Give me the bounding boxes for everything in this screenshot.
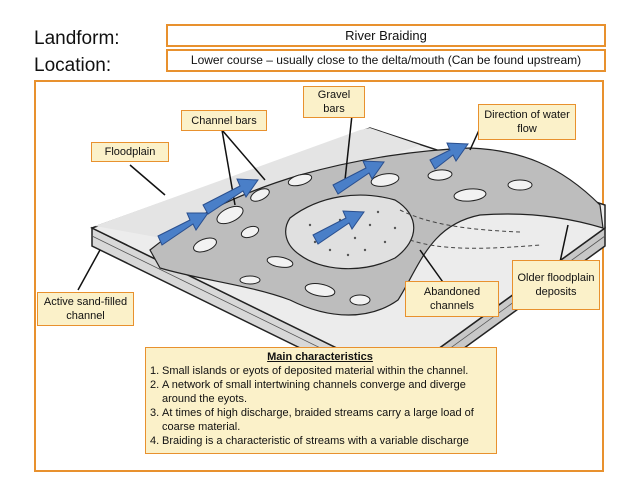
- label-direction-of-flow: Direction of water flow: [478, 104, 576, 140]
- landform-value-box: River Braiding: [166, 24, 606, 47]
- diagram-frame: [34, 80, 604, 472]
- list-item-text: Braiding is a characteristic of streams …: [162, 435, 469, 447]
- flow-arrow-icon: [429, 142, 469, 170]
- label-gravel-bars: Gravel bars: [303, 86, 365, 118]
- label-active-channel-text: Active sand-filled channel: [43, 296, 128, 322]
- characteristics-list: 1. Small islands or eyots of deposited m…: [150, 364, 490, 448]
- list-item: 2. A network of small intertwining chann…: [150, 378, 490, 406]
- label-older-floodplain: Older floodplain deposits: [512, 260, 600, 310]
- characteristics-box: Main characteristics 1. Small islands or…: [145, 347, 497, 454]
- label-abandoned-channels-text: Abandoned channels: [423, 286, 481, 312]
- label-active-channel: Active sand-filled channel: [37, 292, 134, 326]
- list-item-number: 2.: [150, 379, 160, 391]
- label-channel-bars-text: Channel bars: [191, 114, 257, 127]
- abandoned-channel-line: [399, 209, 521, 233]
- list-item-text: At times of high discharge, braided stre…: [162, 407, 474, 433]
- label-older-floodplain-text: Older floodplain deposits: [517, 272, 595, 298]
- landform-heading: Landform:: [34, 28, 120, 49]
- list-item: 1. Small islands or eyots of deposited m…: [150, 364, 490, 378]
- list-item-text: Small islands or eyots of deposited mate…: [162, 365, 469, 377]
- list-item: 3. At times of high discharge, braided s…: [150, 406, 490, 434]
- flow-arrows: [157, 142, 469, 246]
- label-direction-of-flow-text: Direction of water flow: [484, 109, 570, 135]
- floodplain-surface: [95, 128, 420, 245]
- label-floodplain: Floodplain: [91, 142, 169, 162]
- location-value-box: Lower course – usually close to the delt…: [166, 49, 606, 72]
- landform-value: River Braiding: [345, 28, 427, 43]
- characteristics-title: Main characteristics: [267, 351, 373, 363]
- location-heading: Location:: [34, 55, 112, 76]
- list-item-number: 1.: [150, 365, 160, 377]
- flow-arrow-icon: [157, 212, 209, 246]
- flow-arrow-icon: [332, 160, 385, 195]
- flow-arrow-icon: [312, 210, 365, 245]
- label-abandoned-channels: Abandoned channels: [405, 281, 499, 317]
- flow-arrow-icon: [202, 178, 259, 215]
- list-item-number: 3.: [150, 407, 160, 419]
- list-item-number: 4.: [150, 435, 160, 447]
- abandoned-channel-line: [409, 239, 541, 249]
- list-item-text: A network of small intertwining channels…: [162, 379, 466, 405]
- label-gravel-bars-text: Gravel bars: [317, 89, 351, 115]
- label-floodplain-text: Floodplain: [104, 146, 156, 158]
- location-value: Lower course – usually close to the delt…: [190, 53, 582, 67]
- label-channel-bars: Channel bars: [181, 110, 267, 131]
- channel-bar-islands: [193, 169, 533, 306]
- gravel-bar-island: [285, 194, 415, 270]
- list-item: 4. Braiding is a characteristic of strea…: [150, 434, 490, 448]
